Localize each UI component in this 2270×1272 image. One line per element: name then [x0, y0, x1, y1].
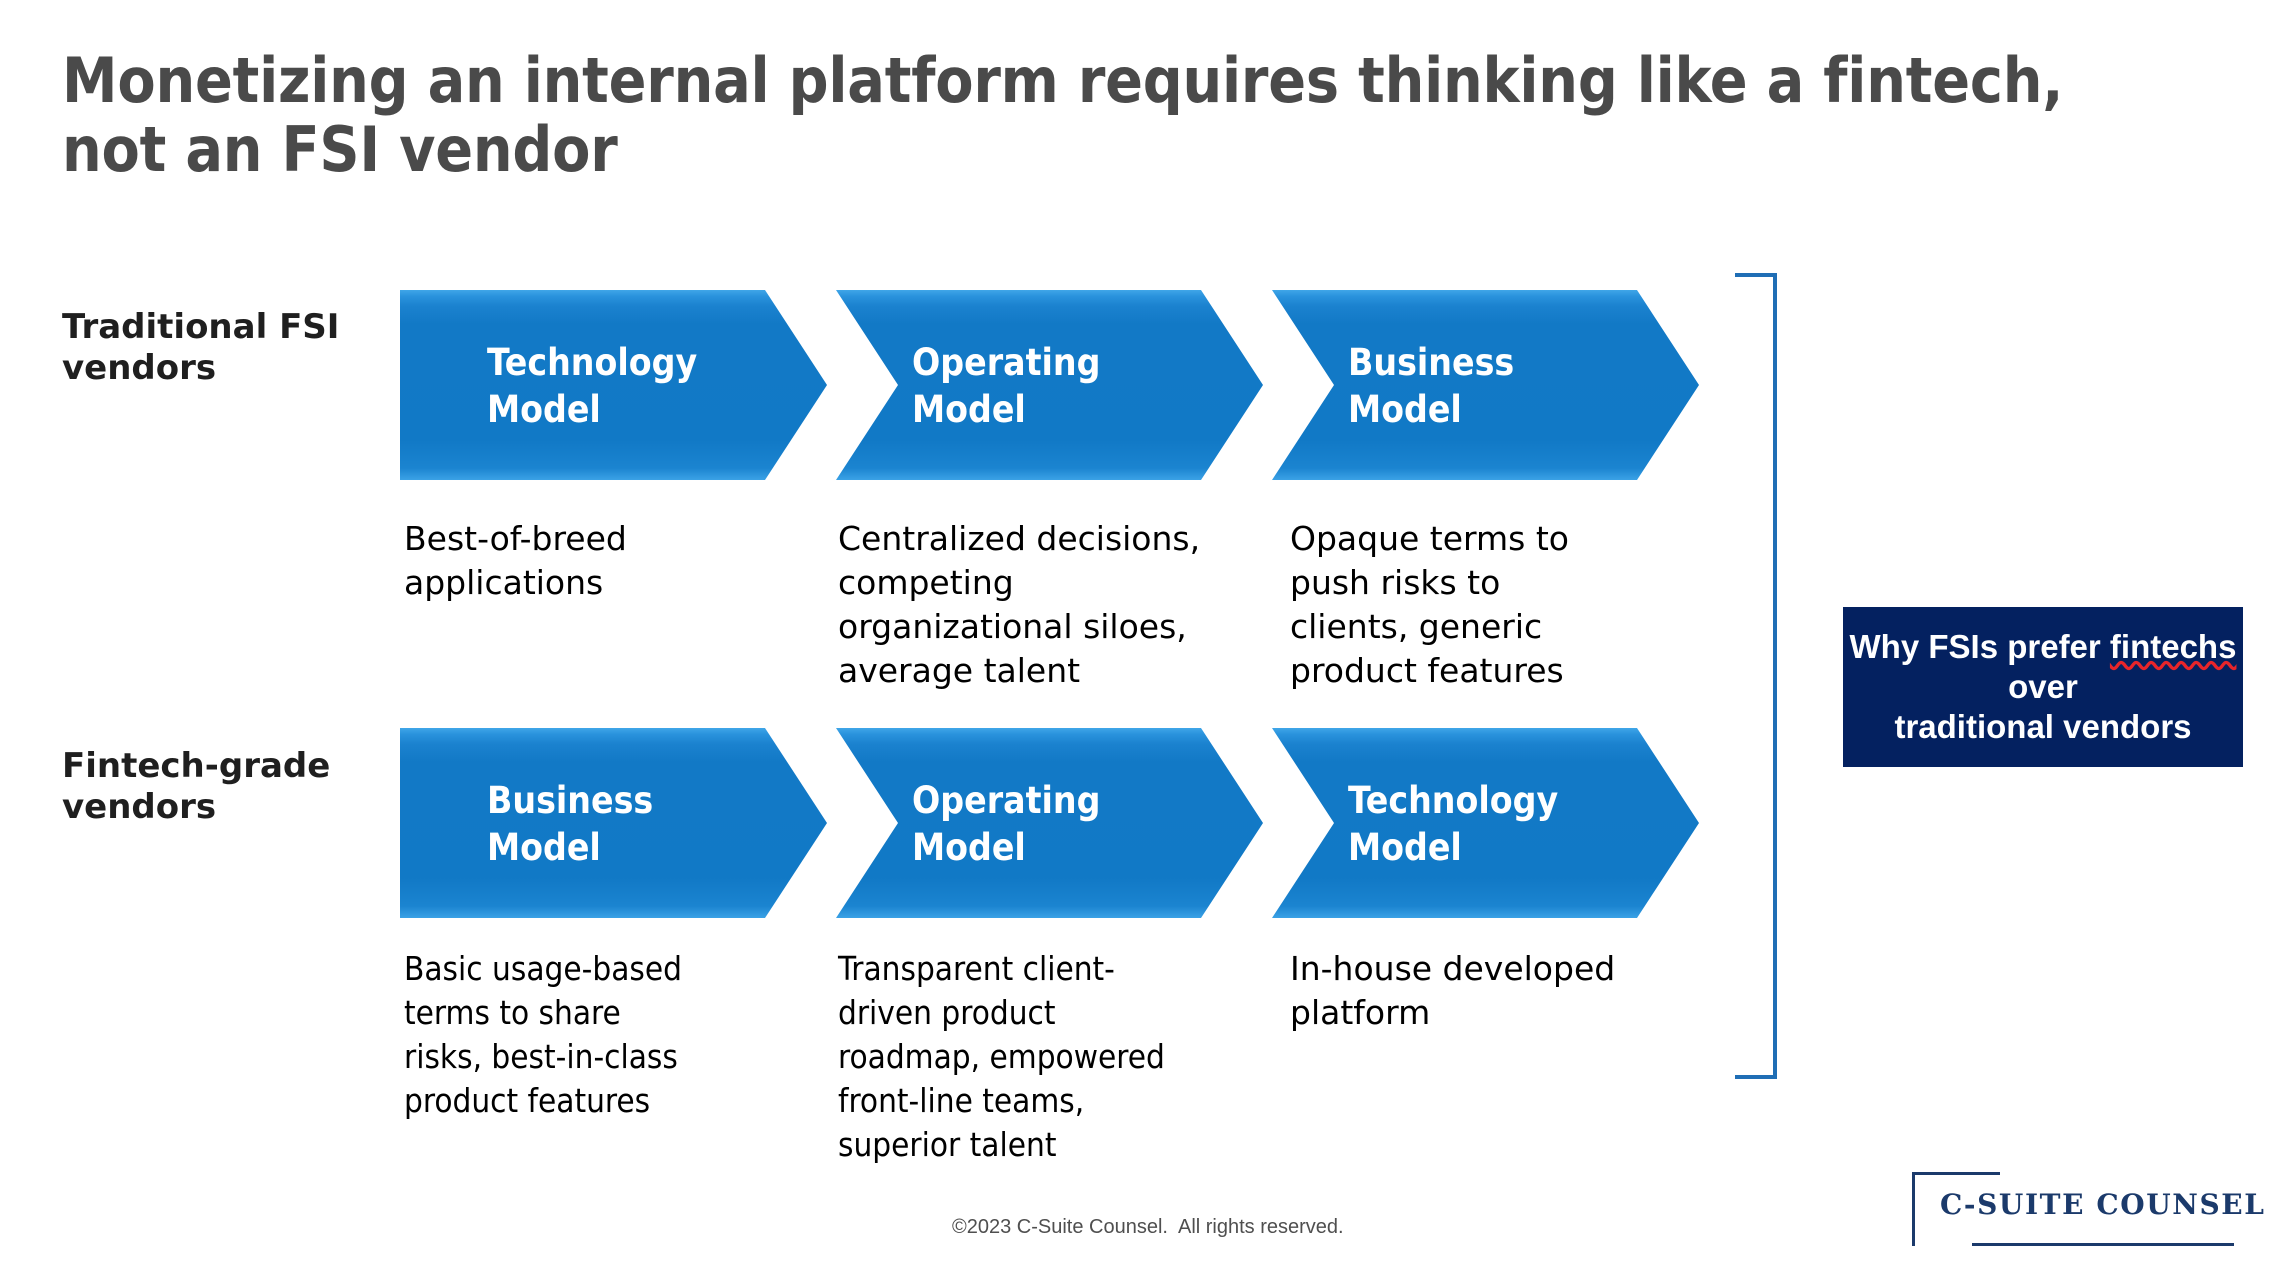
logo-frame-top-left — [1912, 1172, 2000, 1246]
description-row2-stage3: In-house developed platform — [1290, 949, 1616, 1032]
callout-line1-prefix: Why FSIs prefer — [1849, 627, 2110, 665]
chevron-row2-stage3[interactable] — [1272, 728, 1699, 918]
description-row2-stage1: Basic usage-based terms to share risks, … — [404, 949, 682, 1120]
row-label-fintech-grade-vendors: Fintech-grade vendors — [62, 746, 331, 828]
callout-line3: traditional vendors — [1894, 708, 2192, 746]
logo-frame-bottom-rule — [1972, 1243, 2234, 1246]
description-row2-stage2: Transparent client- driven product roadm… — [838, 949, 1165, 1164]
grouping-bracket — [1735, 273, 1777, 1079]
chevron-row1-stage2[interactable] — [836, 290, 1263, 480]
callout-box-why-fsis-prefer-fintechs: Why FSIs prefer fintechs over traditiona… — [1843, 607, 2243, 767]
copyright-notice: ©2023 C-Suite Counsel. All rights reserv… — [952, 1216, 1344, 1238]
callout-misspelled-word: fintechs — [2109, 627, 2237, 665]
chevron-row1-stage3[interactable] — [1272, 290, 1699, 480]
chevron-row1-stage1[interactable] — [400, 290, 827, 480]
callout-line1-suffix: over — [2008, 667, 2078, 705]
logo-text: C-SUITE COUNSEL — [1940, 1188, 2266, 1221]
description-row1-stage3: Opaque terms to push risks to clients, g… — [1290, 519, 1569, 690]
logo-c-suite-counsel: C-SUITE COUNSEL — [1912, 1172, 2264, 1256]
description-row1-stage2: Centralized decisions, competing organiz… — [838, 519, 1201, 690]
chevron-row2-stage2[interactable] — [836, 728, 1263, 918]
row-label-traditional-fsi-vendors: Traditional FSI vendors — [62, 307, 340, 389]
chevron-row2-stage1[interactable] — [400, 728, 827, 918]
callout-text: Why FSIs prefer fintechs over traditiona… — [1843, 627, 2243, 748]
description-row1-stage1: Best-of-breed applications — [404, 519, 627, 602]
page-title: Monetizing an internal platform requires… — [62, 44, 2064, 187]
